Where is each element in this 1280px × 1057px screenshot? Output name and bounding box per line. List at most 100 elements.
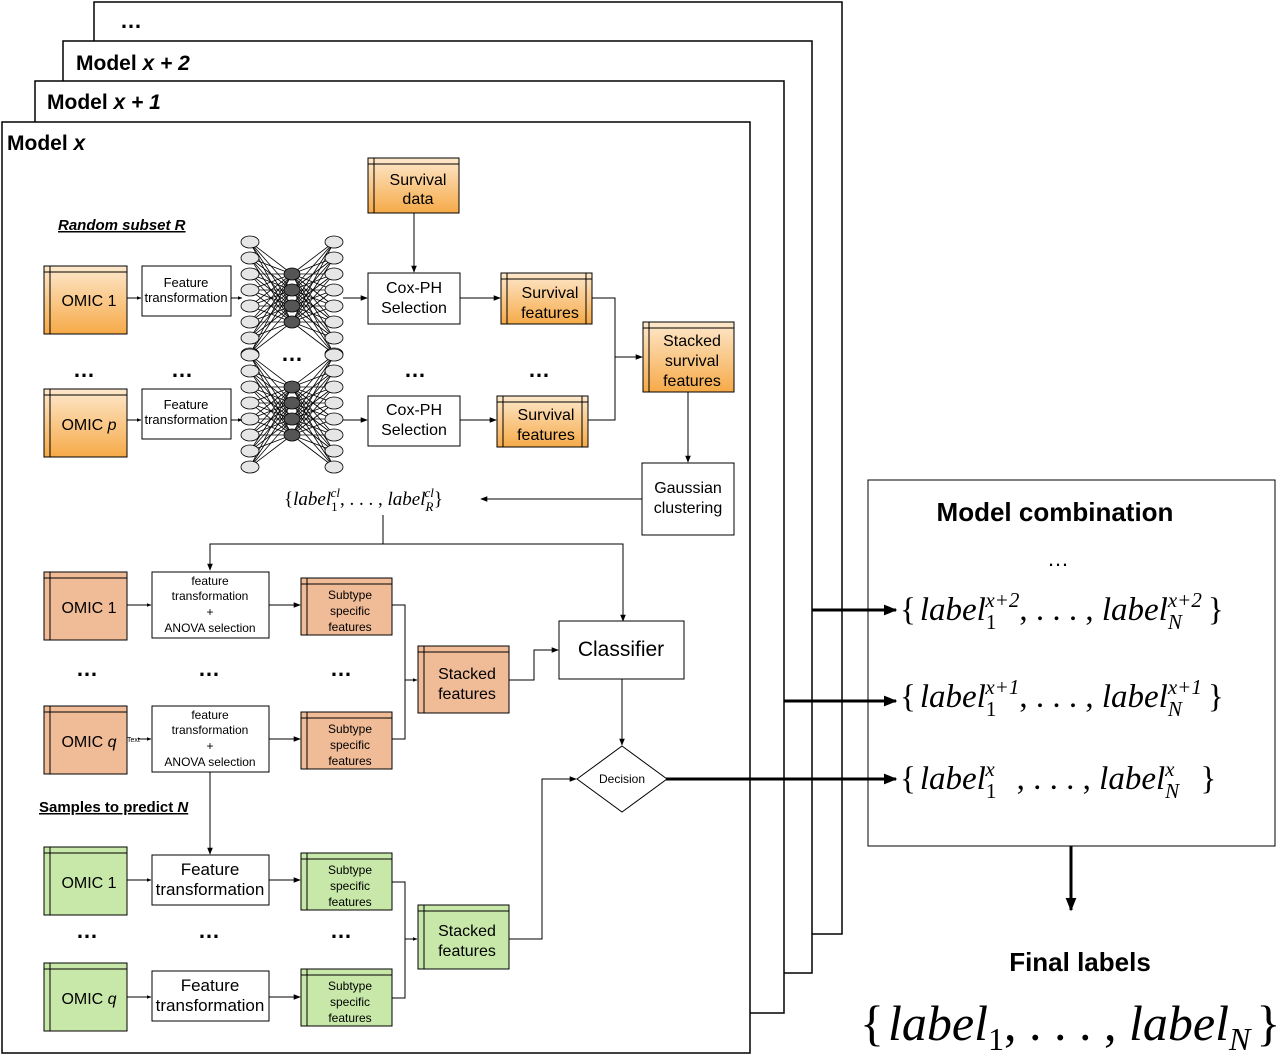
model-combination-title: Model combination <box>937 497 1174 527</box>
svg-text:ANOVA selection: ANOVA selection <box>164 621 255 635</box>
svg-text:features: features <box>328 620 371 634</box>
stacked-features-classification-box: Stacked features <box>417 645 510 714</box>
svg-text:specific: specific <box>330 738 370 752</box>
dots-network: … <box>281 341 303 366</box>
svg-text:OMIC 1: OMIC 1 <box>61 875 116 892</box>
svg-text:features: features <box>438 943 496 960</box>
dots-anova: … <box>198 656 220 681</box>
svg-text:Subtype: Subtype <box>328 588 372 602</box>
decision-diamond: Decision <box>576 745 668 813</box>
network-node <box>324 251 344 265</box>
feature-transformation-prediction-box-1: Feature transformation <box>151 854 270 906</box>
model-label-set-row: {label1x, . . . , labelNx} <box>900 757 1216 803</box>
cluster-labels-set: {label1cl, . . . , labelRcl} <box>284 485 443 514</box>
network-node <box>240 364 260 378</box>
model-combination-dots: … <box>1047 546 1069 571</box>
network-node <box>240 348 260 362</box>
svg-text:+: + <box>206 739 213 753</box>
network-node <box>283 267 301 281</box>
omic-1-classification-box: OMIC 1 <box>43 571 128 641</box>
svg-text:ANOVA selection: ANOVA selection <box>164 755 255 769</box>
svg-text:{label1cl, . . . , labelRcl}: {label1cl, . . . , labelRcl} <box>284 485 443 514</box>
stacked-features-prediction-box: Stacked features <box>417 904 510 970</box>
dots-subtype-prediction: … <box>330 918 352 943</box>
stacked-survival-features-box: Stacked survival features <box>642 321 735 393</box>
omic-q-prediction-box: OMIC q <box>43 962 128 1032</box>
svg-text:Feature: Feature <box>164 275 209 290</box>
subtype-features-prediction-box-1: Subtype specific features <box>300 852 393 911</box>
svg-text:Selection: Selection <box>381 300 447 317</box>
coxph-selection-box-p: Cox-PH Selection <box>367 395 461 447</box>
svg-text:feature: feature <box>191 708 229 722</box>
network-node <box>240 380 260 394</box>
svg-text:data: data <box>402 191 433 208</box>
network-node <box>324 428 344 442</box>
svg-text:Survival: Survival <box>390 172 447 189</box>
svg-text:Stacked: Stacked <box>438 923 496 940</box>
dots-survival-features: … <box>528 357 550 382</box>
survival-features-box-1: Survival features <box>500 272 593 325</box>
svg-text:feature: feature <box>191 574 229 588</box>
text-placeholder-label: Text <box>127 737 140 744</box>
network-node <box>283 315 301 329</box>
survival-connectors <box>127 213 691 502</box>
svg-text:Cox-PH: Cox-PH <box>386 280 442 297</box>
prediction-connectors <box>127 772 577 1000</box>
network-node <box>324 331 344 345</box>
final-labels-title: Final labels <box>1009 947 1151 977</box>
svg-text:transformation: transformation <box>172 723 249 737</box>
network-node <box>283 396 301 410</box>
svg-text:Survival: Survival <box>518 407 575 424</box>
random-subset-label: Random subset R <box>58 217 186 234</box>
final-labels-set: {label1, . . . , labelN} <box>860 995 1280 1057</box>
omic-q-classification-box: OMIC q <box>43 705 128 775</box>
network-node <box>240 460 260 474</box>
svg-text:Stacked: Stacked <box>663 333 721 350</box>
svg-text:OMIC 1: OMIC 1 <box>61 293 116 310</box>
coxph-selection-box-1: Cox-PH Selection <box>367 272 461 325</box>
network-node <box>283 283 301 297</box>
network-node <box>240 396 260 410</box>
anova-selection-box-q: feature transformation + ANOVA selection <box>151 705 270 773</box>
model-label-set-row: {label1x+1, . . . , labelNx+1} <box>900 675 1224 721</box>
survival-data-box: Survival data <box>367 157 460 214</box>
omic-1-prediction-box: OMIC 1 <box>43 846 128 916</box>
svg-text:transformation: transformation <box>172 589 249 603</box>
svg-text:survival: survival <box>665 353 719 370</box>
svg-text:Survival: Survival <box>522 285 579 302</box>
svg-text:specific: specific <box>330 604 370 618</box>
network-node <box>283 299 301 313</box>
feature-transformation-prediction-box-q: Feature transformation <box>151 970 270 1022</box>
subtype-features-prediction-box-q: Subtype specific features <box>300 968 393 1027</box>
svg-text:features: features <box>328 1011 371 1025</box>
dots-omic-prediction: … <box>76 918 98 943</box>
network-node <box>240 412 260 426</box>
svg-text:Feature: Feature <box>164 397 209 412</box>
dots-coxph: … <box>404 357 426 382</box>
network-node <box>324 444 344 458</box>
svg-text:OMIC q: OMIC q <box>61 734 116 751</box>
network-node <box>240 283 260 297</box>
network-node <box>240 235 260 249</box>
model-x1-title: Model x + 1 <box>47 91 161 114</box>
network-node <box>240 315 260 329</box>
network-node <box>240 251 260 265</box>
svg-text:+: + <box>206 605 213 619</box>
omic-p-survival-box: OMIC p <box>43 388 128 458</box>
back-frame-dots: … <box>120 8 142 33</box>
network-node <box>324 396 344 410</box>
svg-text:specific: specific <box>330 995 370 1009</box>
network-node <box>324 267 344 281</box>
model-combination-box: Model combination … <box>867 479 1276 847</box>
svg-text:OMIC q: OMIC q <box>61 991 116 1008</box>
svg-text:Feature: Feature <box>181 976 240 995</box>
classification-connectors <box>127 602 625 746</box>
svg-text:Subtype: Subtype <box>328 979 372 993</box>
svg-text:clustering: clustering <box>654 500 722 517</box>
dots-feature-survival: … <box>171 357 193 382</box>
svg-text:Selection: Selection <box>381 422 447 439</box>
network-node <box>240 428 260 442</box>
svg-text:Gaussian: Gaussian <box>654 480 722 497</box>
svg-text:features: features <box>517 427 575 444</box>
classifier-box: Classifier <box>558 620 685 680</box>
